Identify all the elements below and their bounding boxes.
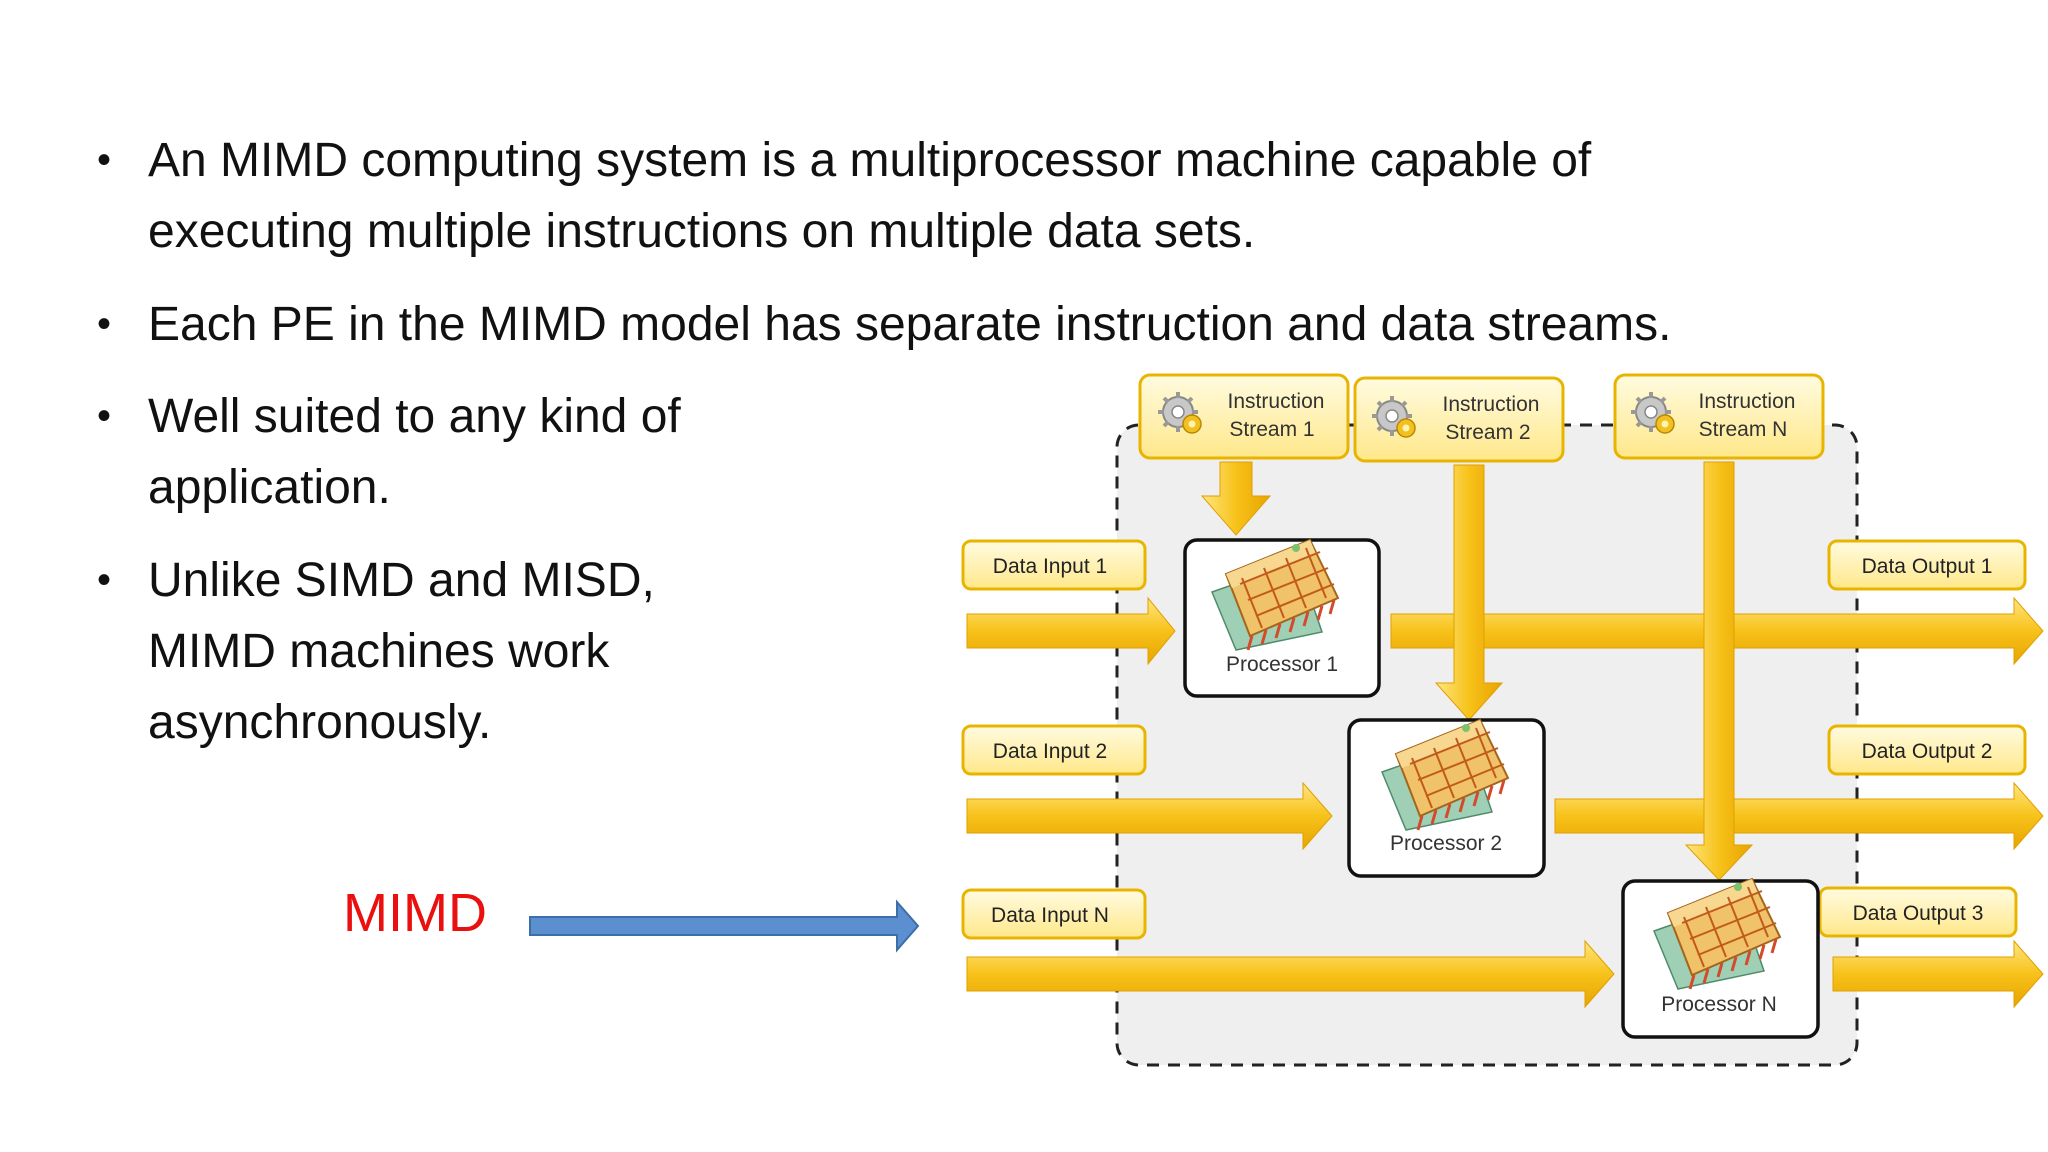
bullet-list: • An MIMD computing system is a multipro… xyxy=(97,125,1672,758)
data-input-2-box: Data Input 2 xyxy=(961,724,1147,776)
mimd-arrow-shape xyxy=(529,899,920,953)
processor-2-box: Processor 2 xyxy=(1347,718,1546,878)
data-input-1-box: Data Input 1 xyxy=(961,539,1147,591)
data-output-2-label: Data Output 2 xyxy=(1862,740,1993,763)
data-input-1-arrow xyxy=(966,596,1176,666)
instruction-stream-2-line-1: Instruction xyxy=(1443,393,1540,416)
data-output-3-label: Data Output 3 xyxy=(1853,902,1984,925)
processor-n-box: Processor N xyxy=(1621,877,1820,1039)
data-output-1-label: Data Output 1 xyxy=(1862,555,1993,578)
bullet-item-2: • Each PE in the MIMD model has separate… xyxy=(97,289,1672,360)
instruction-stream-2-arrow xyxy=(1434,464,1504,721)
instruction-stream-1-line-1: Instruction xyxy=(1228,390,1325,413)
bullet-4-line-3: asynchronously. xyxy=(148,696,492,749)
bullet-item-4: • Unlike SIMD and MISD, MIMD machines wo… xyxy=(97,545,655,758)
instruction-stream-1-box: Instruction Stream 1 xyxy=(1138,373,1350,460)
processor-1-label: Processor 1 xyxy=(1226,653,1338,676)
bullet-4-line-2: MIMD machines work xyxy=(148,625,610,678)
bullet-2-line-1: Each PE in the MIMD model has separate i… xyxy=(148,298,1672,351)
instruction-stream-1-arrow xyxy=(1200,461,1272,536)
instruction-stream-n-arrow xyxy=(1684,461,1754,881)
bullet-4-line-1: Unlike SIMD and MISD, xyxy=(148,554,655,607)
bullet-1-line-2: executing multiple instructions on multi… xyxy=(148,205,1256,258)
bullet-dot: • xyxy=(97,138,112,182)
data-output-2-arrow xyxy=(1554,781,2044,851)
data-input-2-label: Data Input 2 xyxy=(993,740,1107,763)
instruction-stream-2-box: Instruction Stream 2 xyxy=(1353,376,1565,463)
bullet-item-3: • Well suited to any kind of application… xyxy=(97,381,681,523)
bullet-dot: • xyxy=(97,558,112,602)
data-input-1-label: Data Input 1 xyxy=(993,555,1107,578)
instruction-stream-n-line-2: Stream N xyxy=(1699,418,1788,441)
data-input-n-box: Data Input N xyxy=(961,888,1147,940)
instruction-stream-n-box: Instruction Stream N xyxy=(1613,373,1825,460)
bullet-item-1: • An MIMD computing system is a multipro… xyxy=(97,125,1592,267)
bullet-3-line-1: Well suited to any kind of xyxy=(148,390,681,443)
data-input-n-label: Data Input N xyxy=(991,904,1109,927)
processor-n-label: Processor N xyxy=(1661,993,1777,1016)
data-input-n-arrow xyxy=(966,939,1615,1009)
bullet-3-line-2: application. xyxy=(148,461,391,514)
data-output-2-box: Data Output 2 xyxy=(1827,724,2027,776)
mimd-label: MIMD xyxy=(343,883,487,943)
instruction-stream-n-line-1: Instruction xyxy=(1699,390,1796,413)
data-output-3-arrow xyxy=(1832,939,2044,1009)
processor-1-box: Processor 1 xyxy=(1183,538,1381,698)
data-output-3-box: Data Output 3 xyxy=(1818,886,2018,938)
bullet-dot: • xyxy=(97,302,112,346)
bullet-1-line-1: An MIMD computing system is a multiproce… xyxy=(148,134,1592,187)
instruction-stream-2-line-2: Stream 2 xyxy=(1445,421,1530,444)
data-output-1-box: Data Output 1 xyxy=(1827,539,2027,591)
bullet-dot: • xyxy=(97,394,112,438)
data-input-2-arrow xyxy=(966,781,1333,851)
instruction-stream-1-line-2: Stream 1 xyxy=(1229,418,1314,441)
processor-2-label: Processor 2 xyxy=(1390,832,1502,855)
